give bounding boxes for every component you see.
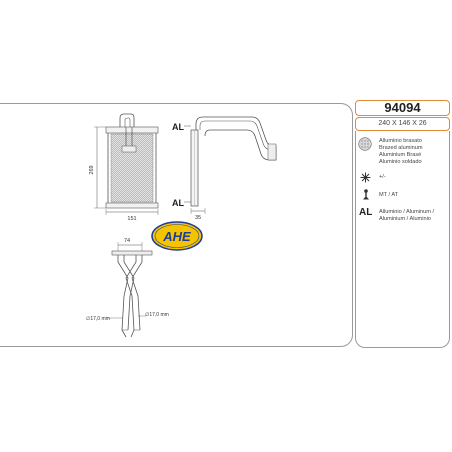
part-code: 94094 — [355, 100, 450, 116]
height-dimension — [94, 126, 106, 209]
gear-shift-icon — [363, 189, 369, 200]
tank-material-text: Alluminio / Aluminum / Aluminium / Alumi… — [379, 209, 434, 223]
drawing-panel — [0, 103, 353, 347]
width-dimension — [105, 209, 159, 215]
material-line: Brazed aluminum — [379, 145, 423, 151]
height-label: 269 — [89, 165, 95, 174]
tank-material-symbol: AL — [359, 207, 373, 218]
pipe-diameter-right: ∅17,0 mm — [145, 312, 169, 318]
ahe-logo — [151, 221, 203, 251]
fan-icon — [360, 172, 371, 183]
pipe-view — [111, 250, 153, 338]
pipe-spacing-dimension — [117, 242, 143, 251]
al-bottom-label: AL — [172, 198, 184, 208]
part-dimensions: 240 X 146 X 26 — [355, 117, 450, 131]
fan-label: +/- — [379, 174, 386, 180]
heater-core-side-view — [190, 116, 277, 207]
depth-label: 35 — [195, 215, 201, 221]
logo-text: AHE — [162, 229, 191, 244]
transmission-label: MT / AT — [379, 192, 399, 198]
al-top-label: AL — [172, 122, 184, 132]
brazed-core-icon — [358, 137, 372, 151]
material-text: Alluminio brasato Brazed aluminum Alumin… — [379, 138, 423, 166]
material-line: Alluminio brasato — [379, 138, 422, 144]
depth-dimension — [190, 208, 206, 214]
info-panel: Alluminio brasato Brazed aluminum Alumin… — [355, 131, 450, 348]
material-line: Aluminio soldado — [379, 159, 422, 165]
pipe-spacing-label: 74 — [124, 238, 130, 244]
heater-core-front-view — [105, 113, 159, 209]
tank-material-line: Aluminium / Aluminio — [379, 216, 431, 222]
pipe-diameter-left: ∅17,0 mm — [86, 316, 110, 322]
tank-material-line: Alluminio / Aluminum / — [379, 209, 435, 215]
width-label: 151 — [127, 216, 136, 222]
material-line: Aluminium Brasé — [379, 152, 422, 158]
